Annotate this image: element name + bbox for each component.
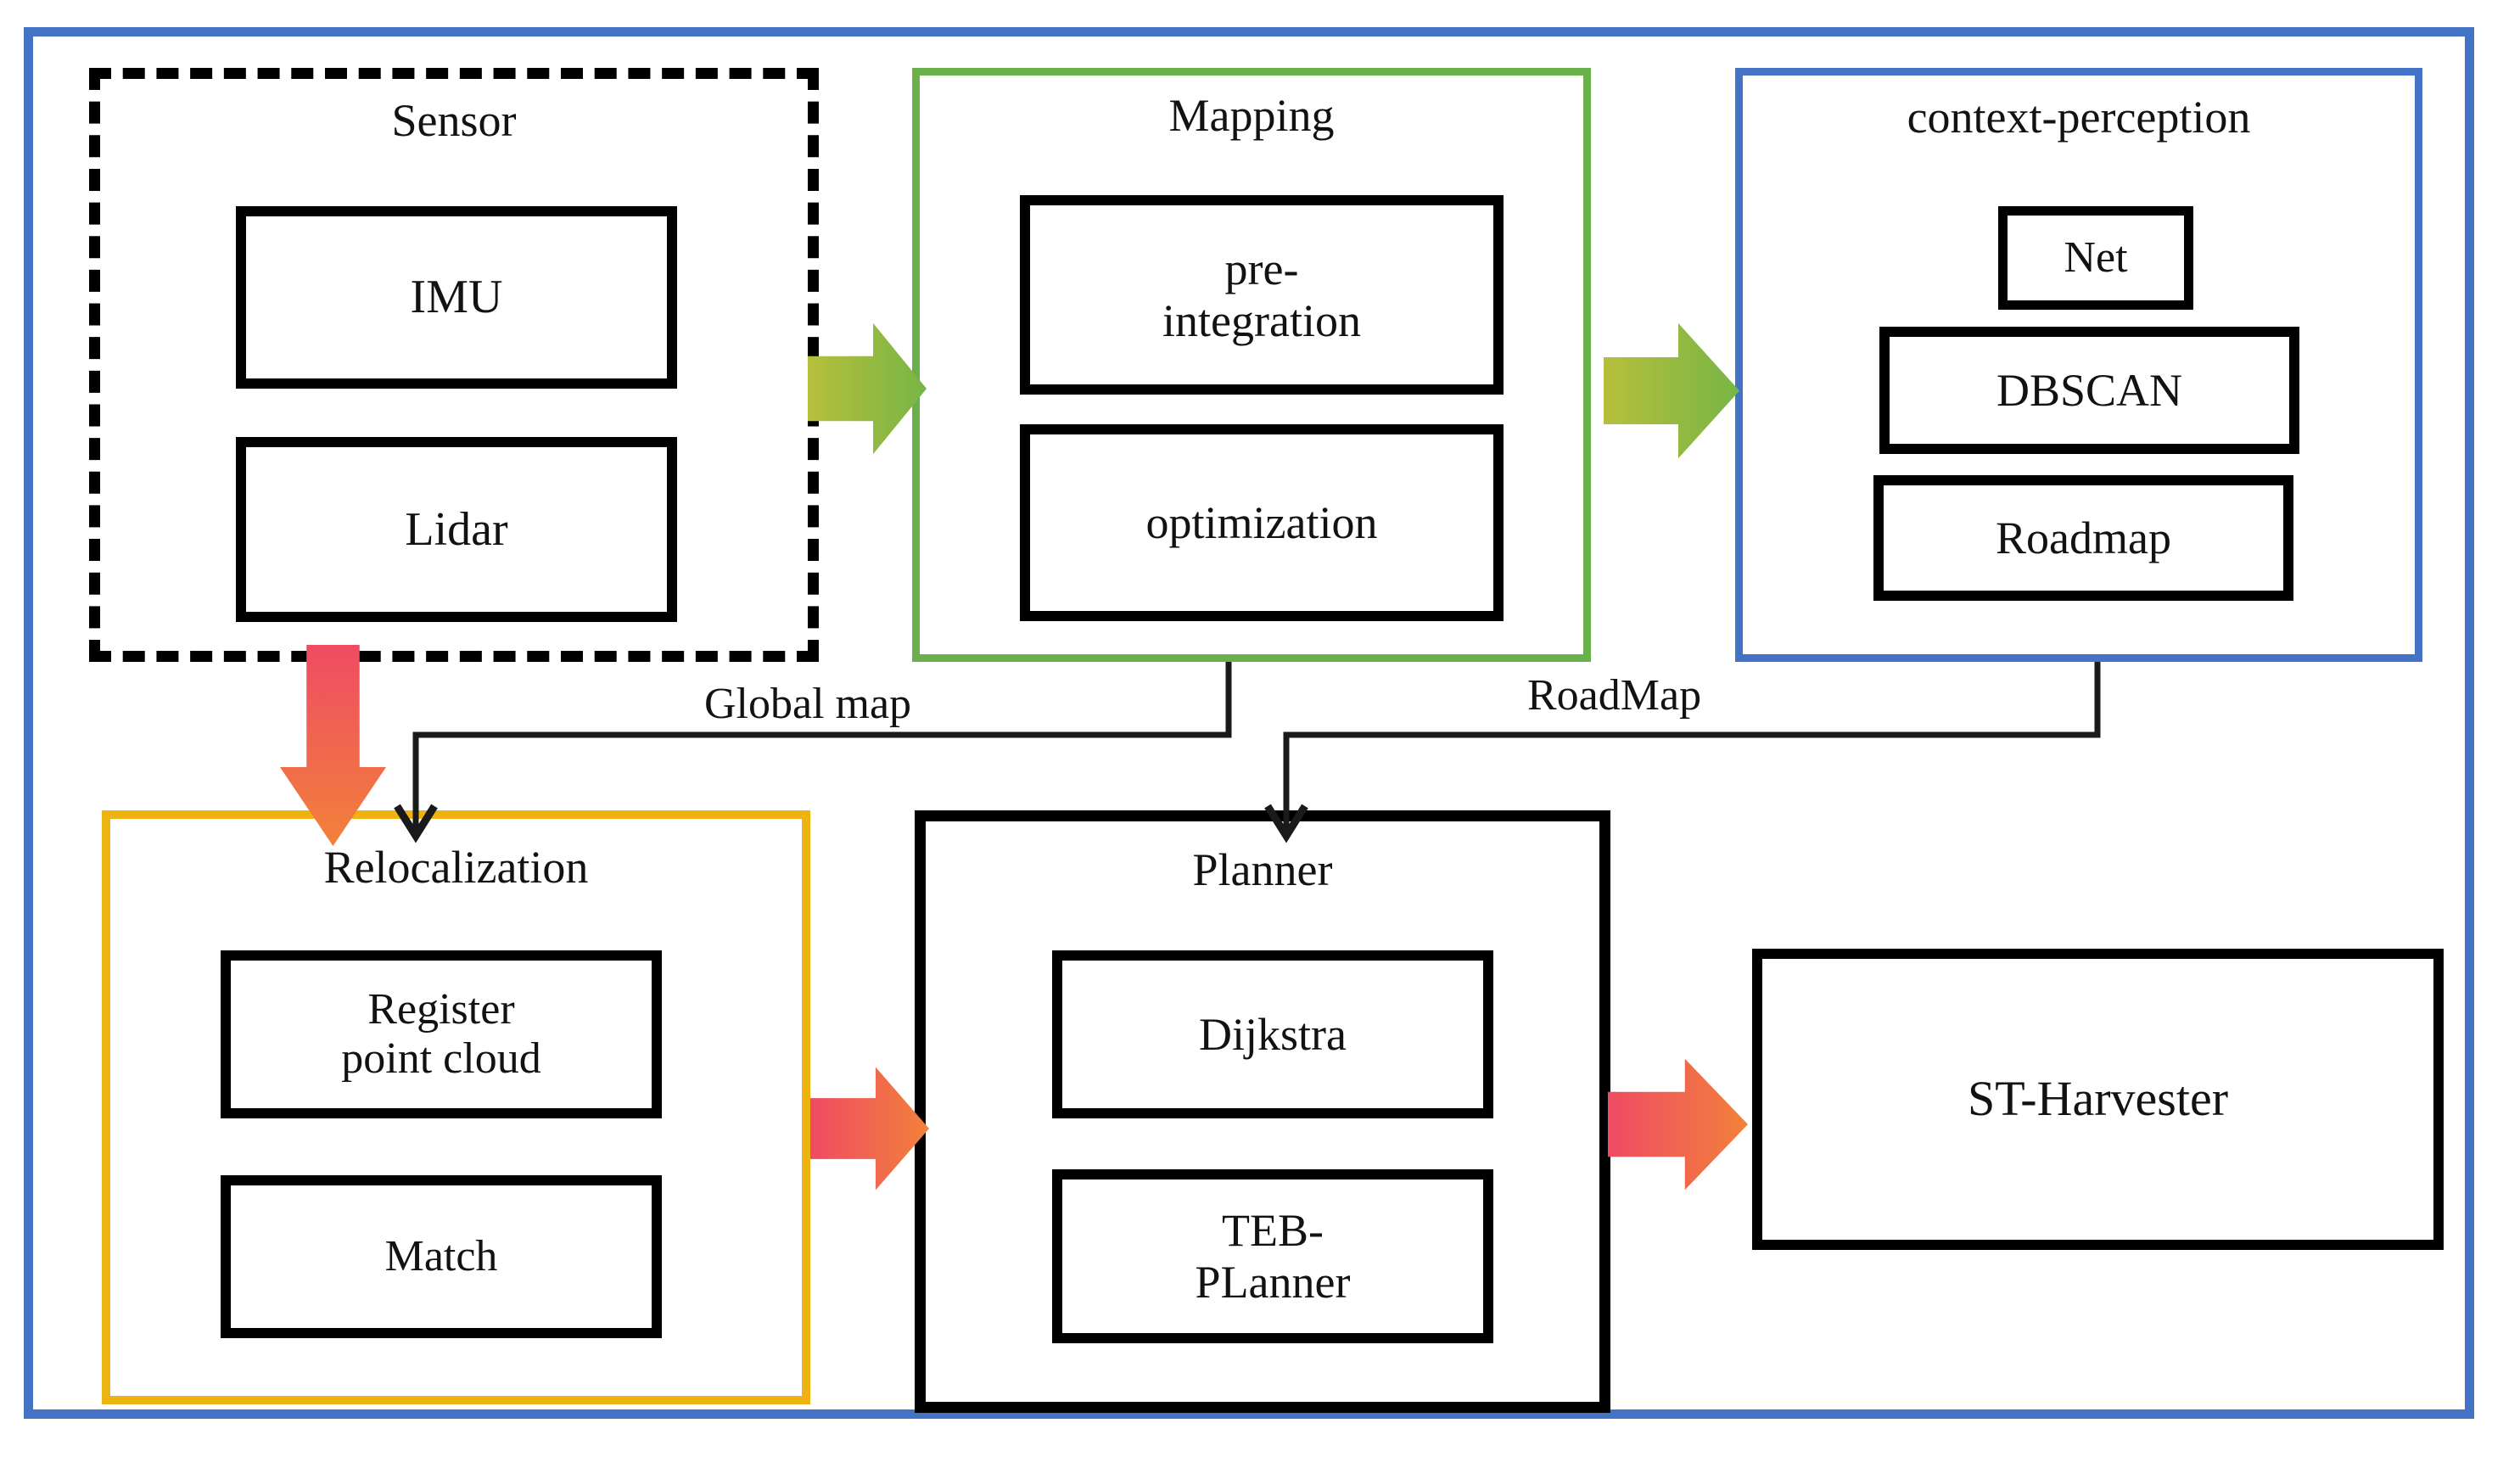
node-roadmap[interactable]: Roadmap [1873, 475, 2293, 601]
node-pre-integration-label: pre- integration [1162, 244, 1361, 346]
node-match[interactable]: Match [221, 1175, 662, 1338]
node-imu-label: IMU [410, 271, 503, 324]
node-match-label: Match [384, 1231, 498, 1280]
group-mapping-title: Mapping [1168, 90, 1335, 141]
node-register-point-cloud-label: Register point cloud [341, 984, 541, 1083]
node-lidar[interactable]: Lidar [236, 437, 677, 622]
connector-road-map-label: RoadMap [1527, 671, 1702, 720]
node-dbscan[interactable]: DBSCAN [1879, 327, 2299, 454]
node-dbscan-label: DBSCAN [1996, 364, 2183, 416]
node-teb-planner[interactable]: TEB- PLanner [1052, 1169, 1493, 1343]
node-dijkstra[interactable]: Dijkstra [1052, 950, 1493, 1118]
node-teb-planner-label: TEB- PLanner [1195, 1205, 1351, 1308]
group-planner-title: Planner [1192, 844, 1333, 895]
connector-global-map-label: Global map [704, 680, 912, 728]
node-optimization[interactable]: optimization [1020, 424, 1504, 621]
node-optimization-label: optimization [1145, 496, 1378, 548]
node-register-point-cloud[interactable]: Register point cloud [221, 950, 662, 1118]
right-block-arrow-icon-planner-to-st-harvester [1608, 1056, 1748, 1192]
right-block-arrow-icon-sensor-to-mapping [808, 321, 927, 457]
node-imu[interactable]: IMU [236, 206, 677, 389]
node-net-label: Net [2064, 233, 2128, 282]
outer-frame [24, 27, 2474, 1419]
group-context-perception-title: context-perception [1907, 92, 2251, 143]
node-lidar-label: Lidar [405, 502, 508, 556]
node-st-harvester[interactable]: ST-Harvester [1752, 949, 2444, 1250]
node-pre-integration[interactable]: pre- integration [1020, 195, 1504, 395]
group-sensor-title: Sensor [391, 95, 517, 146]
down-block-arrow-icon-sensor-to-relocalization [280, 645, 386, 849]
group-relocalization-title: Relocalization [323, 842, 589, 893]
node-net[interactable]: Net [1998, 206, 2193, 310]
node-dijkstra-label: Dijkstra [1199, 1008, 1347, 1060]
right-block-arrow-icon-mapping-to-context [1604, 321, 1739, 461]
right-block-arrow-icon-relocalization-to-planner [810, 1065, 929, 1192]
node-roadmap-label: Roadmap [1996, 512, 2171, 563]
node-st-harvester-label: ST-Harvester [1967, 1071, 2229, 1127]
